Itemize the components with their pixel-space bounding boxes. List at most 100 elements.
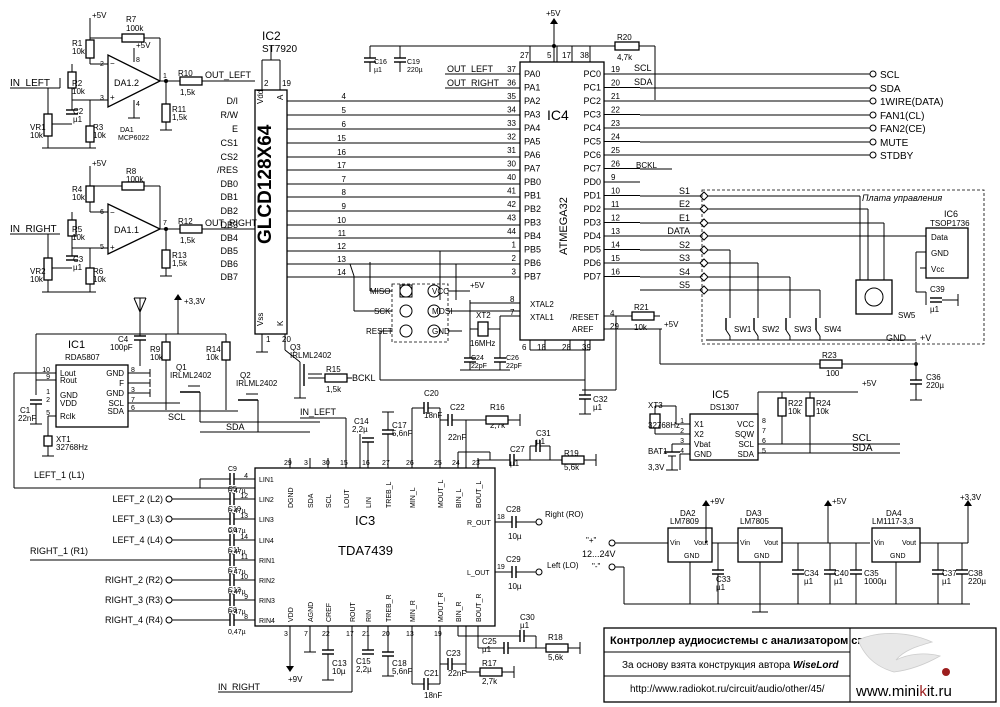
svg-text:13: 13 [240,513,248,520]
svg-text:Vdd: Vdd [256,90,265,104]
svg-text:DA1.2: DA1.2 [114,78,139,88]
svg-text:13: 13 [406,631,414,638]
ic3-bottom-pin-4: RIN [366,610,373,622]
svg-text:TDA7439: TDA7439 [338,543,393,558]
ic4-left-pin-3: PA3 [524,110,540,120]
svg-text:34: 34 [507,106,516,115]
pd-label-5: S3 [679,253,690,263]
svg-text:3: 3 [284,631,288,638]
ic4-left-pin-12: PB4 [524,231,541,241]
svg-text:32768Hz: 32768Hz [648,421,680,430]
svg-text:24: 24 [611,133,620,142]
svg-text:µ1: µ1 [374,67,382,74]
ic4-right-pin-2: PC2 [583,96,601,106]
svg-text:4: 4 [244,473,248,480]
svg-text:19: 19 [497,564,505,571]
svg-text:C14: C14 [354,417,369,426]
svg-text:1: 1 [512,241,517,250]
svg-text:C12: C12 [228,587,241,594]
output-terminal-icon[interactable] [869,97,877,105]
svg-text:3: 3 [100,95,104,102]
input-terminal-icon[interactable] [165,495,173,503]
svg-text:XT1: XT1 [56,435,71,444]
svg-text:IC3: IC3 [355,513,375,528]
svg-text:GND: GND [886,333,907,343]
svg-text:0,47µ: 0,47µ [228,549,246,556]
svg-text:17: 17 [346,631,354,638]
ic3-input-7: RIGHT_4 (R4) [105,615,163,625]
svg-text:µ1: µ1 [593,403,603,412]
svg-text:Q3: Q3 [290,343,301,352]
svg-text:R19: R19 [564,449,579,458]
ic4-left-pin-7: PA7 [524,164,540,174]
ic2-pin-3: CS1 [220,138,238,148]
ic4-right-pin-15: PD7 [583,272,601,282]
svg-text:9: 9 [46,374,50,381]
output-terminal-icon[interactable] [869,84,877,92]
svg-text:8: 8 [762,418,766,425]
svg-text:C40: C40 [834,569,849,578]
svg-text:R23: R23 [822,351,837,360]
ic3-top-pin-9: BOUT_L [476,481,483,508]
svg-text:SCL: SCL [634,63,652,73]
svg-text:C37: C37 [942,569,957,578]
input-terminal-icon[interactable] [165,616,173,624]
svg-text:35: 35 [507,92,516,101]
ic4-left-pin-9: PB1 [524,191,541,201]
svg-text:0,47µ: 0,47µ [228,528,246,535]
svg-text:14: 14 [611,241,620,250]
svg-text:DS1307: DS1307 [710,403,739,412]
svg-text:IC6: IC6 [944,209,958,219]
svg-text:SDA: SDA [108,407,125,416]
ic3-audio: IC3 TDA7439 DGND29SDA3SCL30LOUT15LIN16TR… [30,389,597,700]
isp-pin-icon [427,284,441,298]
svg-text:27: 27 [382,460,390,467]
svg-text:37: 37 [507,65,516,74]
input-terminal-icon[interactable] [165,515,173,523]
svg-text:36: 36 [507,79,516,88]
svg-text:18: 18 [497,514,505,521]
ic4-right-pin-0: PC0 [583,69,601,79]
output-terminal-icon[interactable] [869,70,877,78]
svg-text:R12: R12 [178,217,193,226]
svg-text:12: 12 [337,242,346,251]
input-terminal-icon[interactable] [165,596,173,604]
output-terminal-icon[interactable] [869,151,877,159]
input-terminal-icon[interactable] [165,536,173,544]
svg-text:17: 17 [562,51,571,60]
footer-url[interactable]: http://www.radiokot.ru/circuit/audio/oth… [630,684,825,695]
svg-text:43: 43 [507,214,516,223]
svg-text:7: 7 [510,308,515,317]
svg-text:C18: C18 [392,659,407,668]
svg-text:26: 26 [406,460,414,467]
amp-left: IN_LEFT DA1.2 − + 2 3 1 8 4 +5V DA1 MCP6… [10,11,255,149]
svg-text:12: 12 [611,214,620,223]
output-terminal-icon[interactable] [869,111,877,119]
input-terminal-icon[interactable] [165,576,173,584]
svg-text:1,5k: 1,5k [180,88,196,97]
svg-text:10k: 10k [634,323,648,332]
pd-label-2: E1 [679,213,690,223]
svg-text:SW5: SW5 [898,311,916,320]
ic3-left-pin-1: LIN2 [259,497,274,504]
svg-text:GND: GND [931,249,949,258]
ic4-left-pin-1: PA1 [524,83,540,93]
output-terminal-icon[interactable] [869,138,877,146]
ic2-pin-5: /RES [217,165,238,175]
output-terminal-icon[interactable] [869,124,877,132]
svg-text:C7: C7 [228,567,237,574]
svg-text:10k: 10k [93,131,107,140]
svg-text:R2: R2 [72,79,83,88]
svg-text:XTAL2: XTAL2 [530,300,554,309]
svg-text:100: 100 [826,369,840,378]
svg-text:2: 2 [46,397,50,404]
svg-text:6: 6 [522,343,527,352]
svg-text:5: 5 [547,51,552,60]
svg-text:23: 23 [472,460,480,467]
svg-text:12: 12 [240,493,248,500]
svg-text:Vout: Vout [764,540,778,547]
svg-text:RESET: RESET [366,327,393,336]
svg-text:RDA5807: RDA5807 [65,353,100,362]
svg-text:C30: C30 [520,613,535,622]
